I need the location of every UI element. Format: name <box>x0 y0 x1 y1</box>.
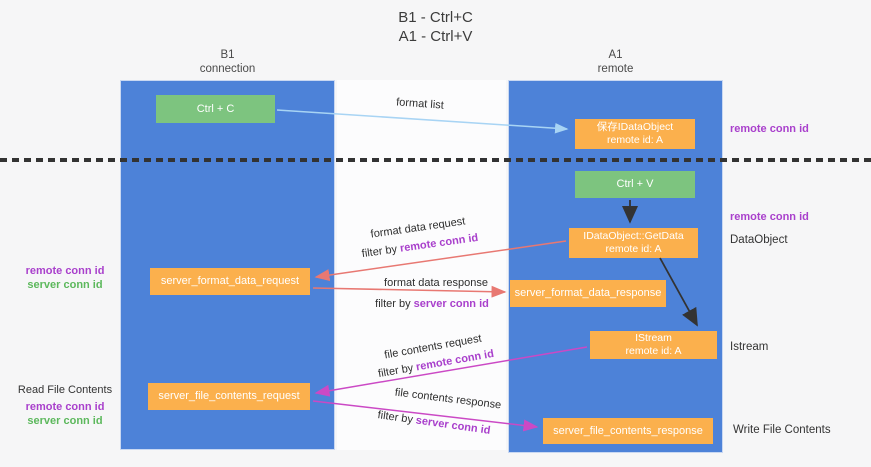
annotation-conn-ids-file: remote conn id server conn id <box>15 400 115 428</box>
annotation-conn-ids-format: remote conn id server conn id <box>15 264 115 292</box>
node-ctrl-v: Ctrl + V <box>575 171 695 198</box>
node-istream: IStream remote id: A <box>590 331 717 359</box>
annotation-remote-conn-id-left1: remote conn id <box>25 265 105 277</box>
edge-filter-format-data-response: filter by server conn id <box>375 298 489 310</box>
node-ctrl-v-label: Ctrl + V <box>616 178 654 190</box>
node-istream-line1: IStream <box>635 332 672 344</box>
lane-b1-subtitle: connection <box>199 63 256 75</box>
filter-by-text: filter by <box>375 298 414 310</box>
annotation-read-file-contents: Read File Contents <box>17 384 113 396</box>
lane-a1-title: A1 <box>608 49 623 61</box>
node-getdata-line1: IDataObject::GetData <box>583 230 684 242</box>
node-server-file-contents-response: server_file_contents_response <box>543 418 713 444</box>
title-line-1: B1 - Ctrl+C <box>398 9 473 26</box>
node-ctrl-c: Ctrl + C <box>156 95 275 123</box>
annotation-istream: Istream <box>730 341 769 353</box>
node-getdata-line2: remote id: A <box>605 243 662 255</box>
filter-key-server-conn-id: server conn id <box>413 298 489 310</box>
node-server-file-contents-request: server_file_contents_request <box>148 383 310 410</box>
annotation-remote-conn-id-left2: remote conn id <box>25 401 105 413</box>
annotation-write-file-contents: Write File Contents <box>733 424 831 436</box>
node-save-idataobject-line2: remote id: A <box>606 134 664 146</box>
lane-b1-title: B1 <box>220 49 235 61</box>
node-file-response-label: server_file_contents_response <box>553 424 703 437</box>
lane-header-a1: A1 remote <box>508 48 723 76</box>
node-idataobject-getdata: IDataObject::GetData remote id: A <box>569 228 698 258</box>
title-line-2: A1 - Ctrl+V <box>398 28 473 45</box>
dashed-separator <box>0 158 871 162</box>
annotation-remote-conn-id-top: remote conn id <box>730 123 809 135</box>
diagram-title: B1 - Ctrl+C A1 - Ctrl+V <box>0 8 871 46</box>
node-format-request-label: server_format_data_request <box>160 275 300 287</box>
node-ctrl-c-label: Ctrl + C <box>196 102 235 115</box>
annotation-remote-conn-id-mid: remote conn id <box>730 211 809 223</box>
node-server-format-data-response: server_format_data_response <box>510 280 666 307</box>
node-format-response-label: server_format_data_response <box>514 287 662 299</box>
lane-a1-subtitle: remote <box>597 63 634 75</box>
node-istream-line2: remote id: A <box>625 345 682 357</box>
annotation-dataobject: DataObject <box>730 234 788 246</box>
annotation-server-conn-id-left1: server conn id <box>27 279 103 291</box>
node-save-idataobject-line1: 保存IDataObject <box>596 121 674 133</box>
lane-header-b1: B1 connection <box>120 48 335 76</box>
node-file-request-label: server_file_contents_request <box>158 390 300 402</box>
node-save-idataobject: 保存IDataObject remote id: A <box>575 119 695 149</box>
edge-label-format-data-response: format data response <box>384 277 488 289</box>
node-server-format-data-request: server_format_data_request <box>150 268 310 295</box>
annotation-server-conn-id-left2: server conn id <box>27 415 103 427</box>
